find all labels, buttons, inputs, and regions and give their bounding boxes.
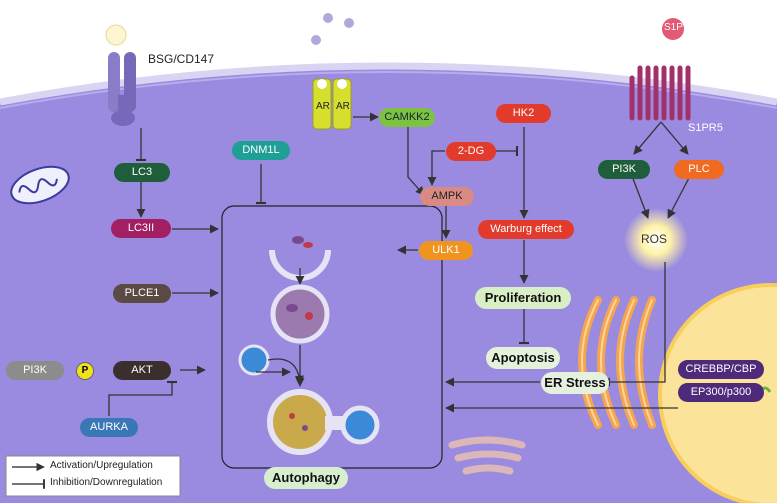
autolysosome bbox=[267, 389, 380, 455]
er-highlight bbox=[581, 299, 653, 426]
golgi-apparatus bbox=[448, 436, 526, 475]
phosphorylation-badge: P bbox=[76, 362, 94, 380]
s1p-label: S1P bbox=[664, 22, 683, 33]
s1pr5-label: S1PR5 bbox=[688, 122, 723, 134]
outcome-proliferation: Proliferation bbox=[475, 287, 571, 309]
node-lc3: LC3 bbox=[114, 163, 170, 182]
node-pi3k-right: PI3K bbox=[598, 160, 650, 179]
ligand-particle bbox=[105, 24, 127, 46]
bsg-receptor-shape bbox=[108, 52, 136, 126]
ros-label: ROS bbox=[641, 232, 668, 246]
ros-glow bbox=[624, 208, 688, 272]
outcome-autophagy: Autophagy bbox=[264, 467, 348, 489]
node-hk2: HK2 bbox=[496, 104, 551, 123]
node-ep300: EP300/p300 bbox=[678, 383, 764, 402]
node-camkk2: CAMKK2 bbox=[379, 108, 435, 127]
node-akt: AKT bbox=[113, 361, 171, 380]
node-crebbp: CREBBP/CBP bbox=[678, 360, 764, 379]
node-dnm1l: DNM1L bbox=[232, 141, 290, 160]
ligand-particle bbox=[323, 13, 333, 23]
node-2dg: 2-DG bbox=[446, 142, 496, 161]
ar-receptor-shape bbox=[312, 78, 352, 130]
node-lc3ii: LC3II bbox=[111, 219, 171, 238]
node-plc: PLC bbox=[674, 160, 724, 179]
autophagosome bbox=[270, 284, 330, 344]
s1p-ligand bbox=[662, 18, 684, 40]
legend-activation-label: Activation/Upregulation bbox=[50, 460, 153, 471]
connectors bbox=[108, 112, 691, 416]
node-pi3k-left: PI3K bbox=[6, 361, 64, 380]
ligand-particle bbox=[344, 18, 354, 28]
outcome-er-stress: ER Stress bbox=[541, 372, 609, 394]
ligand-particle bbox=[311, 35, 321, 45]
node-ulk1: ULK1 bbox=[419, 241, 473, 260]
legend-inhibition-label: Inhibition/Downregulation bbox=[50, 477, 163, 488]
legend-box bbox=[5, 455, 181, 497]
node-ampk: AMPK bbox=[420, 187, 474, 206]
s1pr5-receptor-shape bbox=[629, 65, 691, 121]
ar-label-left: AR bbox=[316, 101, 330, 112]
mitochondrion bbox=[10, 165, 70, 205]
lysosome bbox=[238, 344, 270, 376]
ar-label-right: AR bbox=[336, 101, 350, 112]
node-warburg-effect: Warburg effect bbox=[478, 220, 574, 239]
bsg-label: BSG/CD147 bbox=[148, 52, 215, 66]
node-plce1: PLCE1 bbox=[113, 284, 171, 303]
node-aurka: AURKA bbox=[80, 418, 138, 437]
outcome-apoptosis: Apoptosis bbox=[486, 347, 560, 369]
